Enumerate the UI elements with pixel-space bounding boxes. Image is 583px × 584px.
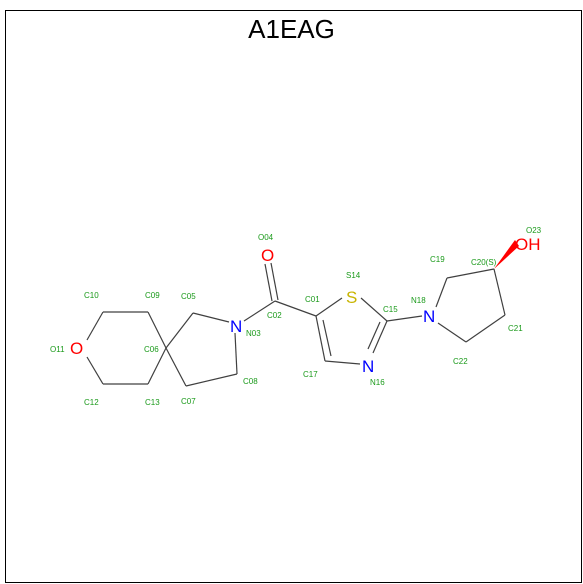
bond-c17-c01-a xyxy=(315,315,326,362)
bond-c15-n16-b xyxy=(367,321,381,350)
label-s14: S14 xyxy=(346,271,361,280)
bond-c02-o04-a xyxy=(264,263,273,302)
label-c15: C15 xyxy=(383,305,398,314)
atom-o11: O xyxy=(70,339,83,358)
bond-n03-c02 xyxy=(243,300,276,322)
label-c06: C06 xyxy=(144,345,159,354)
canvas-frame xyxy=(5,10,582,583)
stereo-wedge-c20-o23 xyxy=(494,240,519,269)
label-c10: C10 xyxy=(84,291,99,300)
label-c05: C05 xyxy=(181,292,196,301)
atom-n18: N xyxy=(423,307,435,326)
bond-n18-c19 xyxy=(435,277,448,308)
label-c19: C19 xyxy=(430,255,445,264)
label-c09: C09 xyxy=(145,291,160,300)
label-o11: O11 xyxy=(50,345,65,354)
label-c13: C13 xyxy=(145,398,160,407)
bond-o11-c10 xyxy=(86,311,104,341)
bond-c17-c01-b xyxy=(322,319,332,357)
bond-c15-n16-a xyxy=(372,320,388,354)
atom-symbols: O N O S N N OH xyxy=(70,235,541,376)
bond-n03-c08 xyxy=(234,332,238,375)
label-c08: C08 xyxy=(243,377,258,386)
label-c22: C22 xyxy=(453,357,468,366)
atom-o04: O xyxy=(261,246,274,265)
bond-c15-n18 xyxy=(386,315,423,322)
bond-c07-c06 xyxy=(165,347,187,387)
atom-n03: N xyxy=(230,317,242,336)
label-c17: C17 xyxy=(303,370,318,379)
label-c21: C21 xyxy=(508,324,523,333)
bond-c06-c13 xyxy=(147,347,167,385)
bond-c05-n03 xyxy=(192,312,230,323)
label-c01: C01 xyxy=(305,295,320,304)
label-c02: C02 xyxy=(267,311,282,320)
bonds xyxy=(86,240,519,387)
bond-n16-c17 xyxy=(324,360,361,365)
label-c12: C12 xyxy=(84,398,99,407)
bond-c06-c05 xyxy=(165,312,194,349)
bond-c22-n18 xyxy=(437,322,467,343)
molecule-title: A1EAG xyxy=(248,14,335,44)
atom-s14: S xyxy=(346,288,357,307)
label-o04: O04 xyxy=(258,233,274,242)
bond-c01-s14 xyxy=(315,297,343,317)
bond-c12-o11 xyxy=(86,356,104,385)
bond-c08-c07 xyxy=(185,373,238,387)
atom-labels: C10 C09 C05 O11 C06 N03 C12 C13 C07 C08 … xyxy=(50,226,542,407)
atom-oh: OH xyxy=(515,235,541,254)
bond-c21-c22 xyxy=(465,314,506,343)
label-c20: C20(S) xyxy=(471,258,497,267)
bond-c02-o04-b xyxy=(270,262,279,301)
label-n16: N16 xyxy=(370,378,385,387)
bond-c02-c01 xyxy=(274,300,317,317)
bond-c09-c06 xyxy=(147,311,167,349)
label-n18: N18 xyxy=(411,296,426,305)
label-o23: O23 xyxy=(526,226,542,235)
label-n03: N03 xyxy=(246,329,261,338)
atom-n16: N xyxy=(362,357,374,376)
label-c07: C07 xyxy=(181,397,196,406)
bond-c19-c20 xyxy=(446,268,495,279)
bond-c20-c21 xyxy=(493,268,506,316)
bond-s14-c15 xyxy=(360,297,388,322)
